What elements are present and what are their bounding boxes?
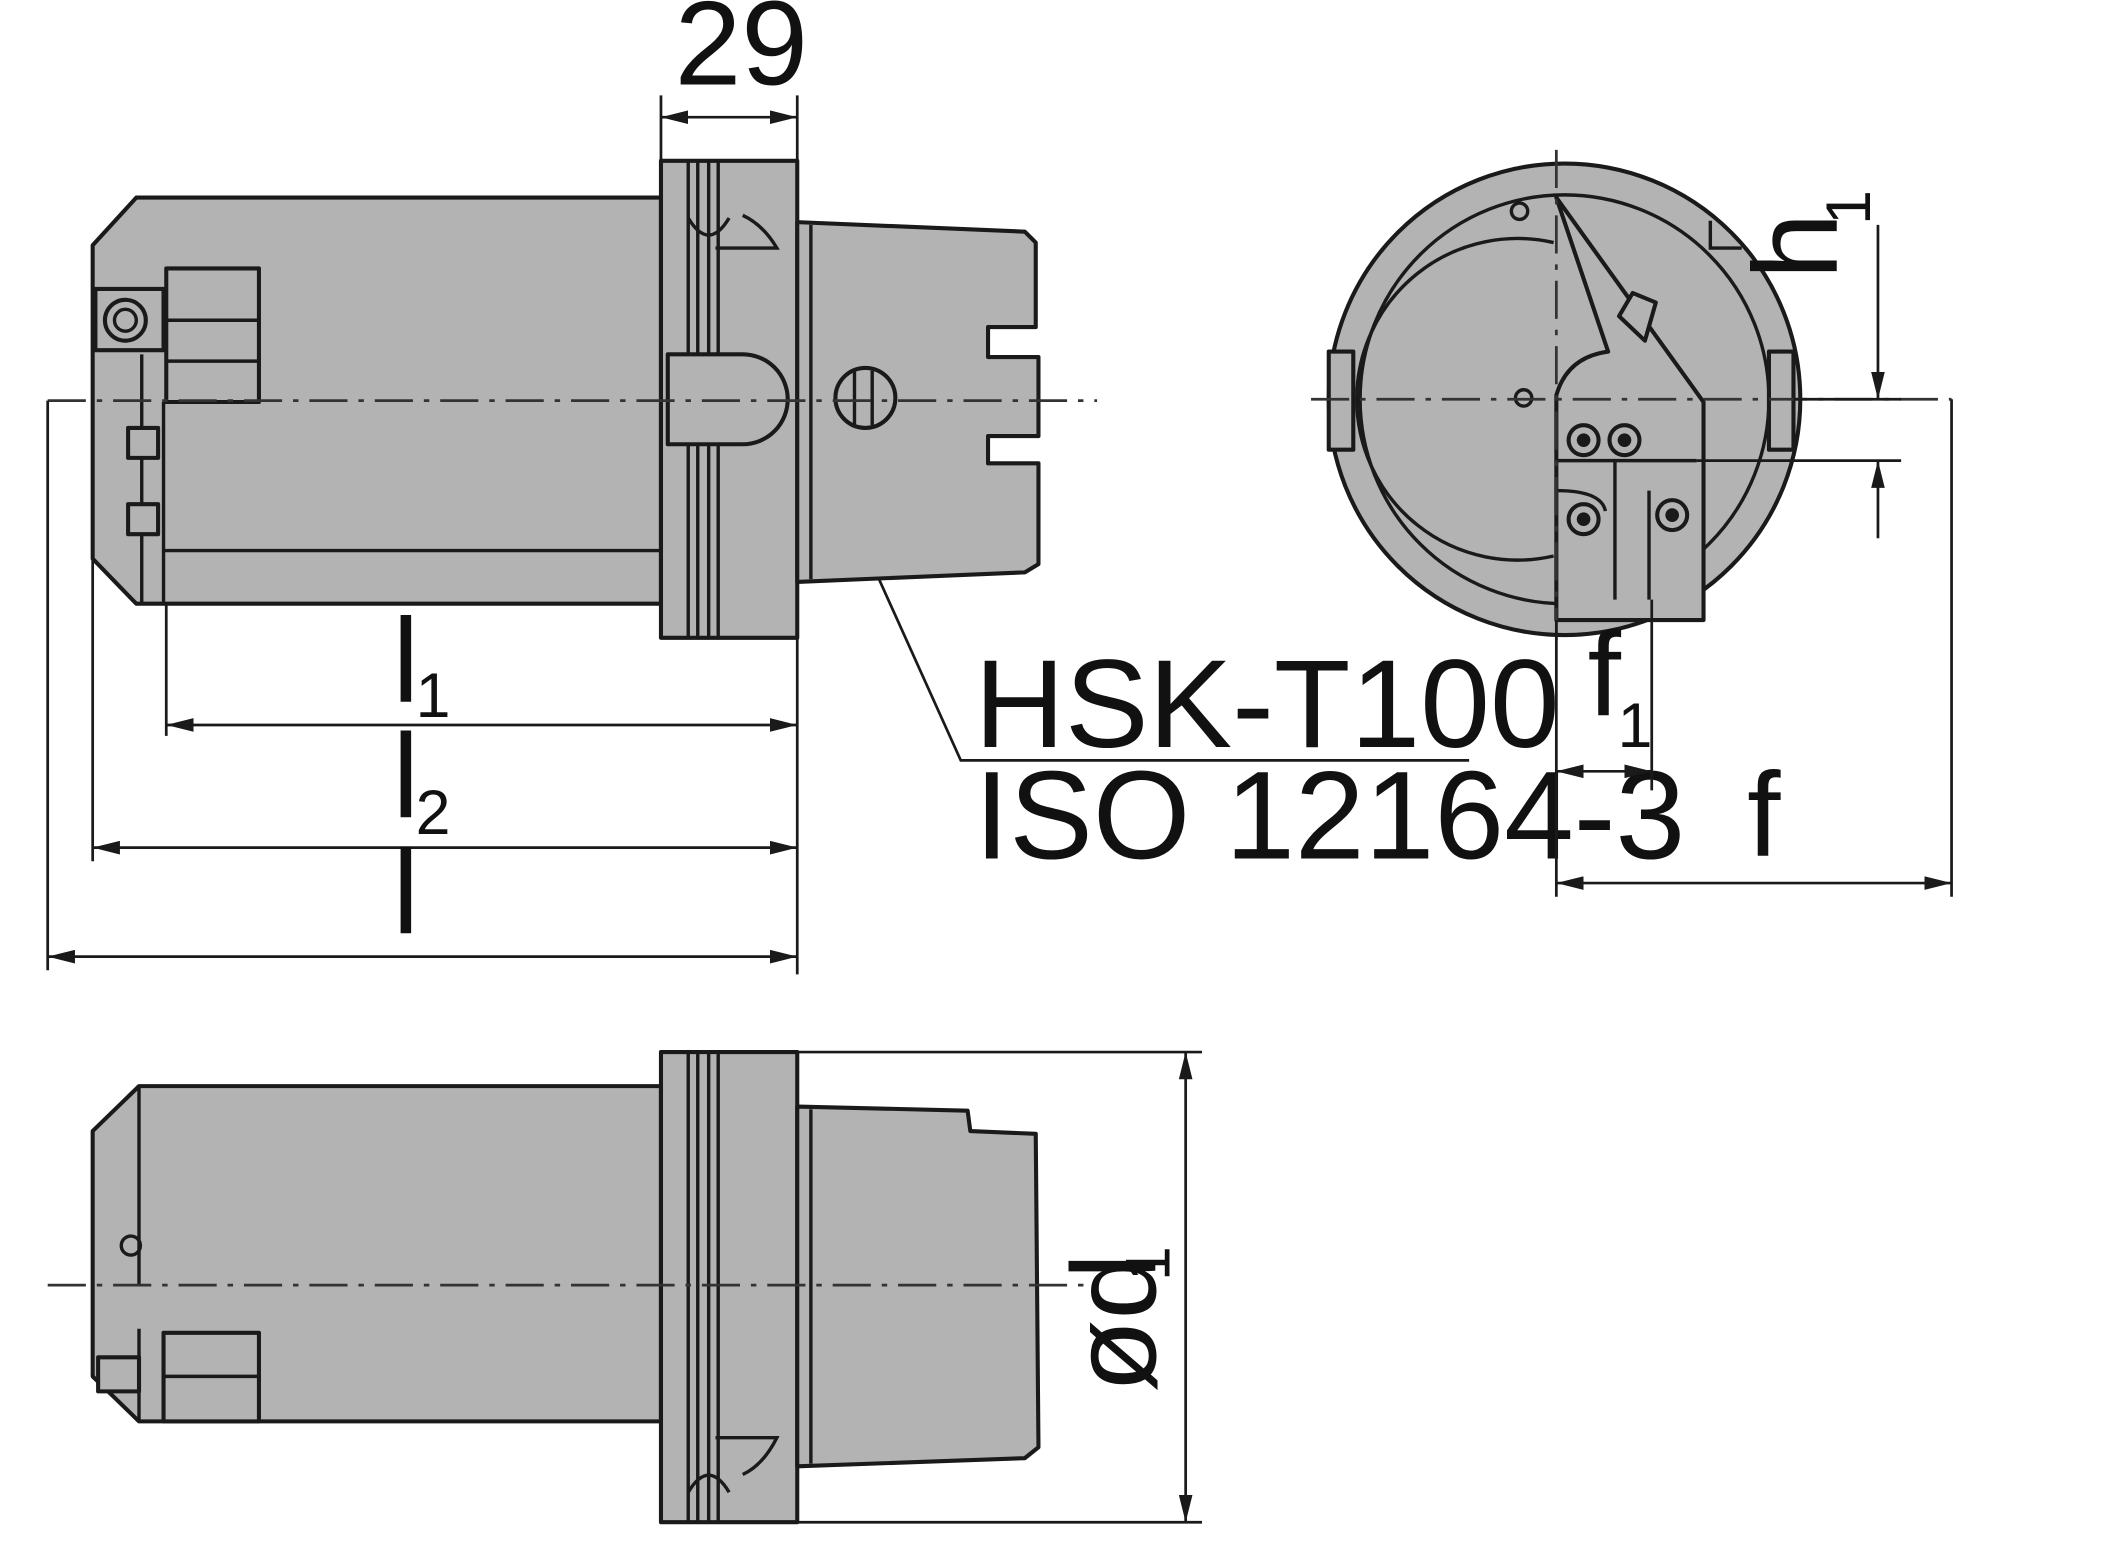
clamp-screw-icon	[102, 297, 148, 343]
dimension-l2-subscript: 2	[416, 778, 451, 848]
cutting-insert	[1616, 290, 1658, 343]
side-view-top	[47, 158, 1098, 640]
clamp-screw-icon	[96, 1355, 142, 1394]
dimension-l-label: l	[392, 825, 419, 959]
dimension-l1-subscript: 1	[416, 661, 451, 731]
dimension-d1-subscript: 1	[1113, 1246, 1183, 1281]
callout-line1: HSK-T100	[974, 634, 1559, 774]
screw-icon	[1566, 423, 1690, 537]
dimension-h1-label: h	[1729, 213, 1863, 280]
dimension-f1-subscript: 1	[1618, 691, 1653, 761]
dimension-d1-label: ød	[1048, 1253, 1182, 1393]
dimension-29-label: 29	[675, 0, 808, 110]
callout-line2: ISO 12164-3	[974, 746, 1685, 886]
dimension-h1-subscript: 1	[1814, 190, 1884, 225]
dimension-f1-label: f	[1588, 607, 1622, 741]
dimensions-front: h 1 f 1 f	[1554, 190, 1953, 897]
dimension-l2-label: l	[392, 710, 419, 844]
dimensions-bottom: ød 1	[797, 1050, 1203, 1524]
dimensions-top: 29 l 1 l 2 l	[46, 0, 808, 975]
dimension-f-label: f	[1747, 748, 1781, 882]
dimension-l1-label: l	[392, 594, 419, 728]
front-view	[1311, 149, 1952, 641]
side-view-bottom	[47, 1050, 1098, 1525]
